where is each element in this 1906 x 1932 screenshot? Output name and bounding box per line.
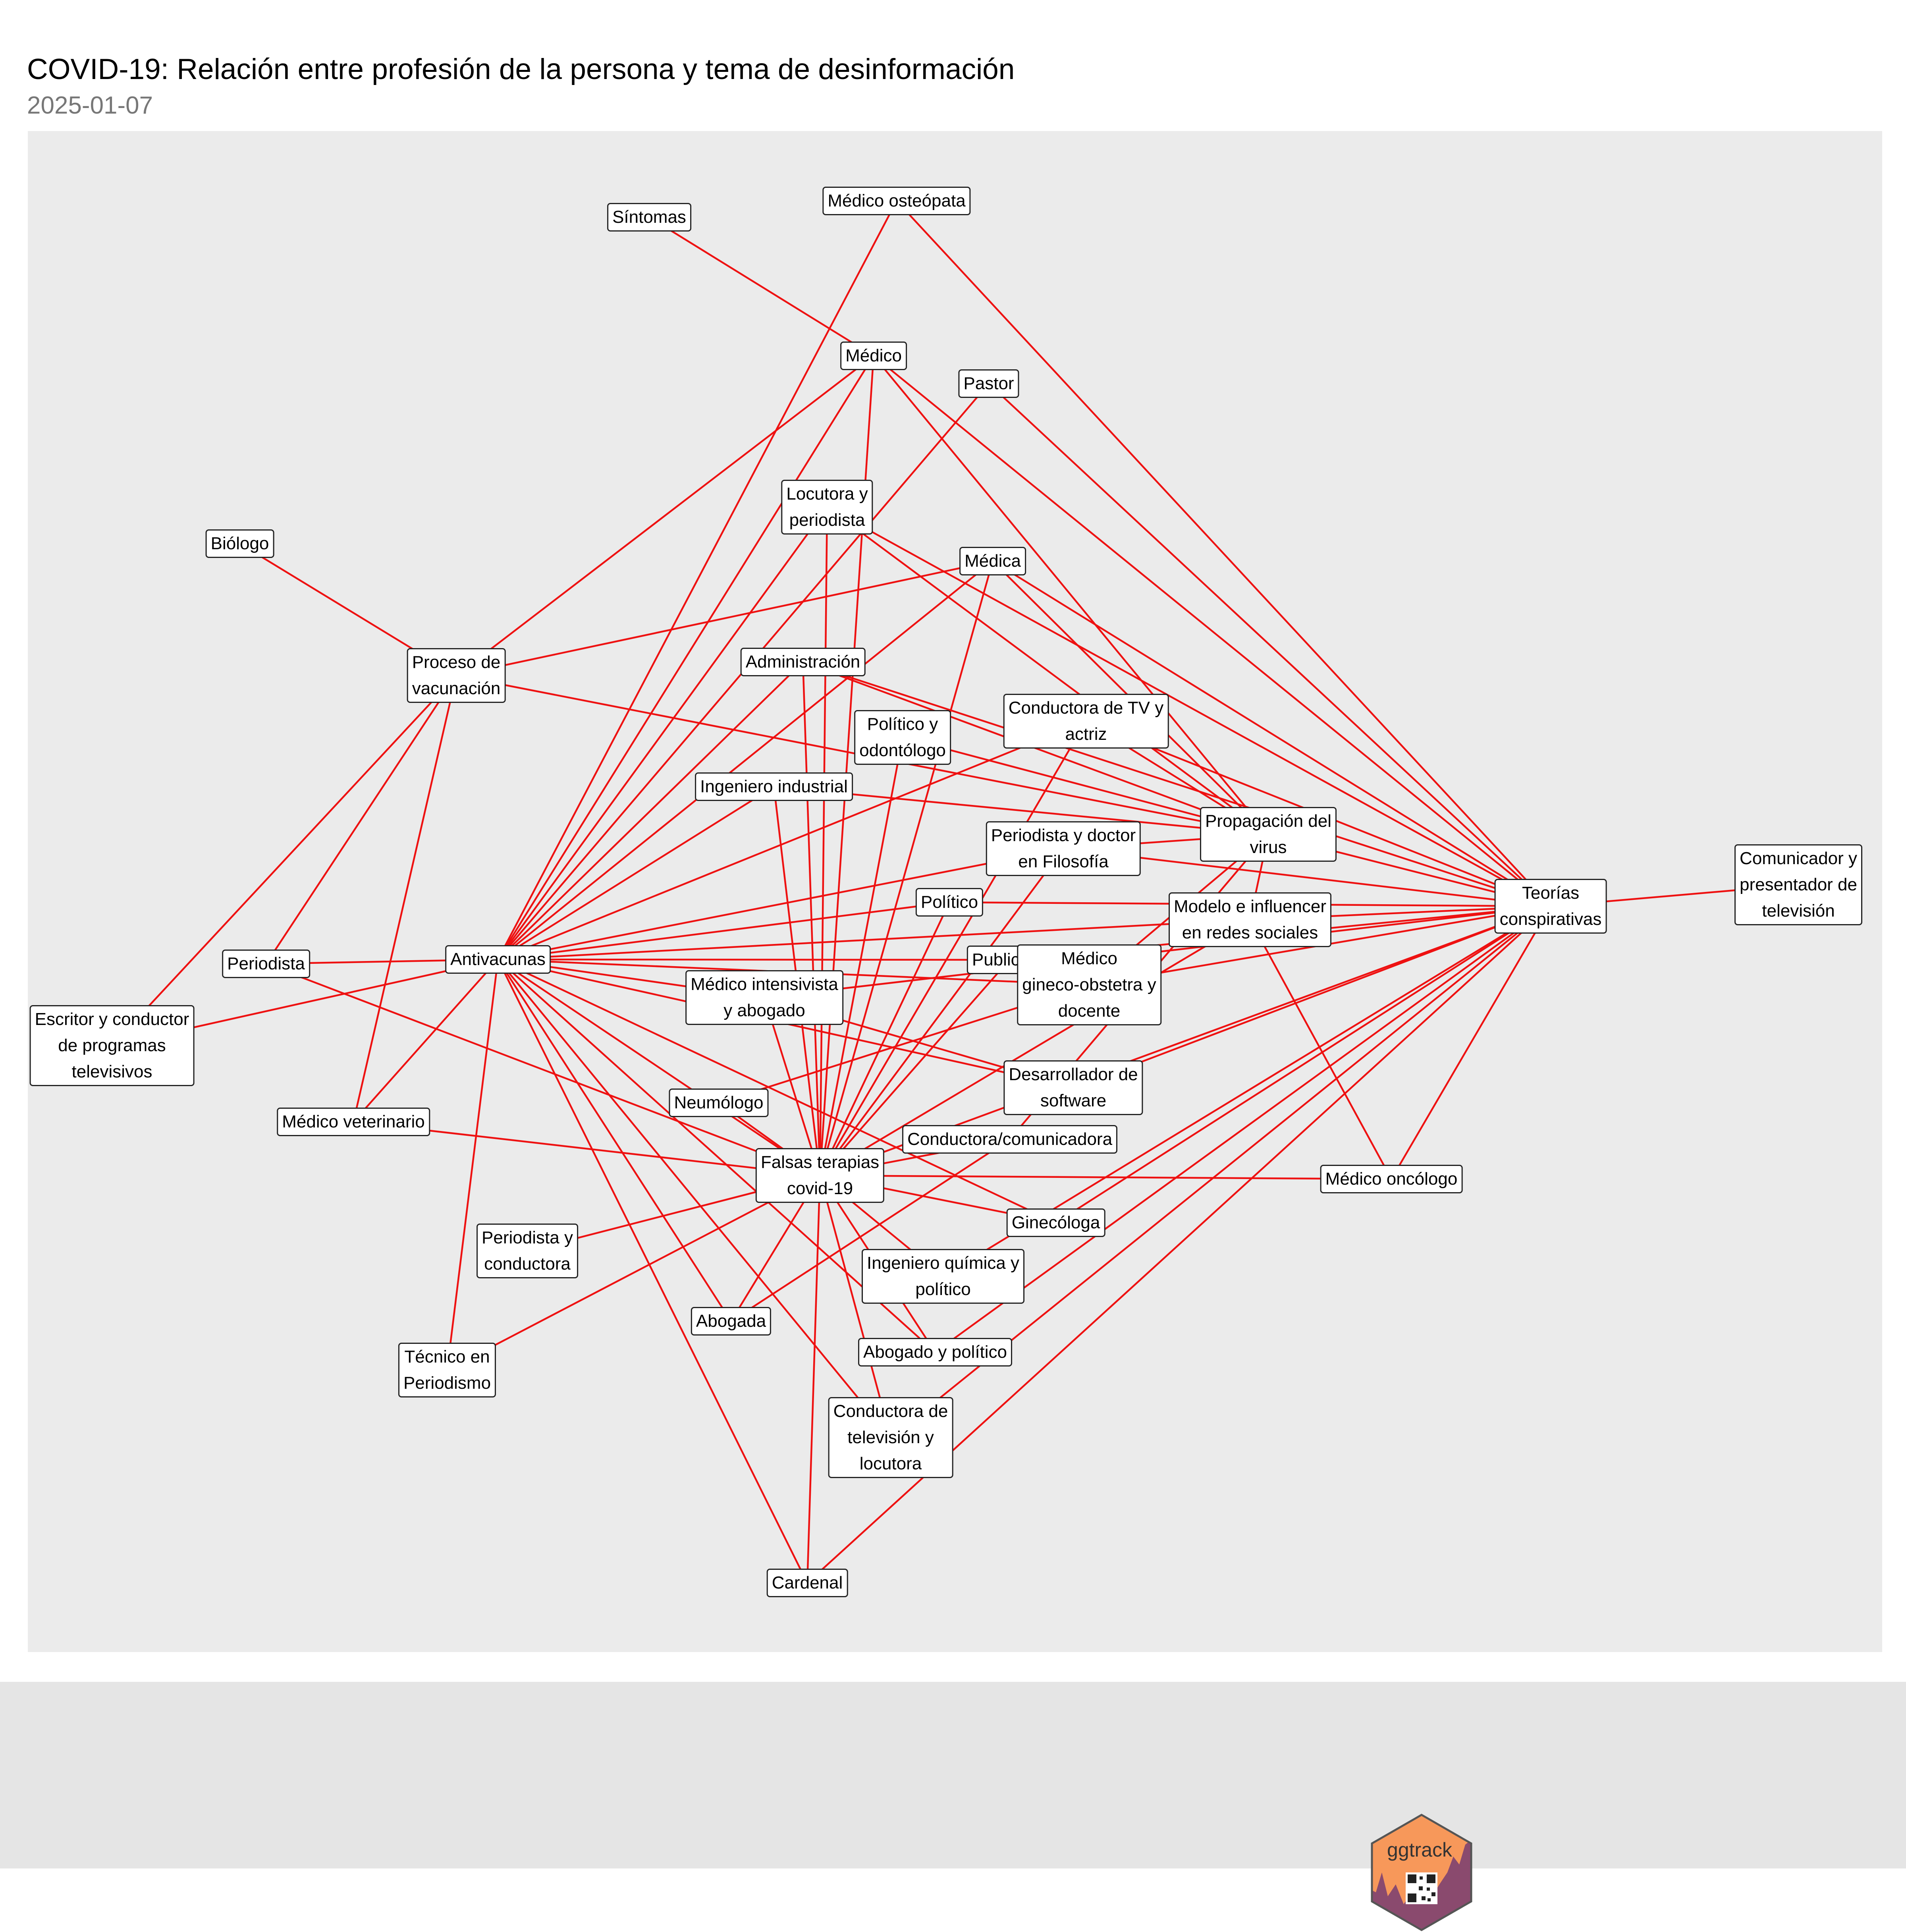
edge-antivacunas-tecnico_periodismo: [446, 959, 499, 1370]
node-periodista: Periodista: [222, 950, 310, 978]
node-medico-gineco: Médico gineco-obstetra y docente: [1017, 944, 1161, 1025]
node-periodista-conductora: Periodista y conductora: [476, 1224, 578, 1278]
edge-medica-teorias_conspirativas: [992, 560, 1551, 907]
node-medico-osteopata: Médico osteópata: [822, 187, 971, 215]
node-medica: Médica: [959, 547, 1026, 575]
node-politico: Político: [915, 888, 984, 917]
node-ginecologa: Ginecóloga: [1006, 1208, 1105, 1237]
edge-antivacunas-falsas_terapias: [497, 959, 821, 1176]
node-falsas-terapias: Falsas terapias covid-19: [755, 1148, 885, 1203]
edge-antivacunas-abogada: [497, 959, 732, 1322]
edge-conductora_tv_actriz-falsas_terapias: [819, 720, 1087, 1176]
edge-administracion-falsas_terapias: [802, 662, 821, 1176]
edge-medica-antivacunas: [497, 560, 994, 960]
edge-proceso_vacunacion-escritor_conductor: [111, 675, 457, 1046]
node-teorias-conspirativas: Teorías conspirativas: [1494, 879, 1607, 934]
node-conductora-comunicadora: Conductora/comunicadora: [902, 1125, 1118, 1154]
edge-falsas_terapias-conductora_tv_locutora: [819, 1175, 892, 1438]
edge-antivacunas-conductora_tv_locutora: [497, 959, 891, 1438]
node-abogado-politico: Abogado y político: [858, 1338, 1013, 1366]
edge-medico_osteopata-antivacunas: [497, 200, 897, 960]
node-medico-veterinario: Médico veterinario: [277, 1108, 430, 1136]
edge-politico_odontologo-falsas_terapias: [819, 737, 904, 1176]
edge-falsas_terapias-cardenal: [806, 1175, 821, 1583]
edge-locutora_periodista-antivacunas: [497, 506, 828, 960]
edge-medico_veterinario-falsas_terapias: [353, 1121, 820, 1177]
edge-medico-propagacion_virus: [873, 355, 1269, 835]
edge-medica-proceso_vacunacion: [456, 560, 993, 677]
node-modelo-influencer: Modelo e influencer en redes sociales: [1168, 892, 1332, 947]
edge-periodista-falsas_terapias: [266, 963, 820, 1177]
node-biologo: Biólogo: [205, 529, 274, 558]
edge-medico_intensivista-falsas_terapias: [763, 997, 821, 1176]
node-escritor-conductor: Escritor y conductor de programas televi…: [29, 1005, 195, 1086]
edge-politico-falsas_terapias: [819, 902, 951, 1176]
edge-antivacunas-publicista: [498, 958, 1010, 961]
node-periodista-doctor-filosofia: Periodista y doctor en Filosofía: [986, 821, 1141, 876]
node-neumologo: Neumólogo: [669, 1089, 769, 1117]
edge-locutora_periodista-propagacion_virus: [826, 506, 1269, 835]
edge-pastor-teorias_conspirativas: [988, 383, 1551, 907]
node-proceso-vacunacion: Proceso de vacunación: [407, 648, 506, 703]
node-locutora-periodista: Locutora y periodista: [781, 480, 873, 535]
node-conductora-tv-locutora: Conductora de televisión y locutora: [828, 1397, 953, 1478]
edge-publicista-falsas_terapias: [819, 959, 1010, 1176]
chart-subtitle: 2025-01-07: [27, 92, 153, 119]
edge-proceso_vacunacion-medico_veterinario: [352, 675, 457, 1122]
edge-modelo_influencer-antivacunas: [498, 919, 1250, 961]
node-ingeniera-quimica: Ingeniero química y político: [862, 1249, 1024, 1304]
edge-ingeniero_industrial-antivacunas: [497, 786, 775, 960]
node-politico-odontologo: Político y odontólogo: [854, 710, 951, 765]
edge-medico-antivacunas: [497, 355, 874, 960]
node-medico-intensivista: Médico intensivista y abogado: [685, 970, 843, 1025]
node-ingeniero-industrial: Ingeniero industrial: [695, 772, 853, 801]
node-comunicador-presentador: Comunicador y presentador de televisión: [1734, 844, 1862, 925]
node-administracion: Administración: [740, 648, 866, 676]
edge-locutora_periodista-teorias_conspirativas: [826, 506, 1551, 907]
logo-text: ggtrack: [1387, 1839, 1453, 1861]
qr-code-icon: [1406, 1872, 1437, 1904]
edge-antivacunas-ginecologa: [498, 958, 1056, 1224]
node-desarrollador-software: Desarrollador de software: [1003, 1060, 1143, 1115]
node-pastor: Pastor: [958, 369, 1019, 398]
ggtrack-logo: ggtrack: [1371, 1814, 1472, 1931]
edge-falsas_terapias-tecnico_periodismo: [446, 1175, 821, 1371]
edge-administracion-teorias_conspirativas: [803, 661, 1551, 907]
edge-modelo_influencer-falsas_terapias: [819, 919, 1251, 1176]
chart-title: COVID-19: Relación entre profesión de la…: [27, 53, 1015, 85]
edge-periodista_doctor_filosofia-antivacunas: [498, 847, 1064, 961]
node-sintomas: Síntomas: [607, 203, 691, 232]
edge-antivacunas-medico_veterinario: [353, 959, 499, 1123]
edge-medico-falsas_terapias: [819, 355, 875, 1176]
edge-medico-teorias_conspirativas: [873, 355, 1551, 907]
edge-locutora_periodista-falsas_terapias: [819, 507, 828, 1176]
node-conductora-tv-actriz: Conductora de TV y actriz: [1003, 694, 1169, 749]
node-tecnico-periodismo: Técnico en Periodismo: [398, 1343, 496, 1397]
edge-medico_osteopata-teorias_conspirativas: [896, 200, 1551, 907]
edge-ingeniero_industrial-propagacion_virus: [774, 786, 1269, 836]
edge-conductora_comunicadora-abogada: [730, 1139, 1011, 1322]
edge-abogado_politico-teorias_conspirativas: [934, 905, 1551, 1353]
edge-medica-falsas_terapias: [819, 561, 994, 1176]
edge-medico_oncologo-modelo_influencer: [1249, 919, 1392, 1180]
edge-administracion-antivacunas: [497, 661, 804, 960]
node-propagacion-virus: Propagación del virus: [1200, 807, 1337, 862]
edge-periodista_doctor_filosofia-teorias_conspirativas: [1063, 847, 1551, 907]
edge-politico-antivacunas: [498, 901, 950, 961]
edge-medico_oncologo-teorias_conspirativas: [1391, 905, 1551, 1180]
edge-antivacunas-cardenal: [497, 959, 808, 1584]
node-medico-oncologo: Médico oncólogo: [1320, 1165, 1463, 1193]
node-antivacunas: Antivacunas: [445, 945, 551, 974]
node-medico: Médico: [840, 342, 907, 370]
node-abogada: Abogada: [691, 1307, 772, 1336]
edge-sintomas-medico: [648, 216, 874, 357]
edge-medico-proceso_vacunacion: [455, 355, 874, 676]
edge-proceso_vacunacion-periodista: [265, 675, 457, 965]
node-cardenal: Cardenal: [766, 1569, 848, 1597]
edge-ginecologa-teorias_conspirativas: [1055, 905, 1551, 1224]
footer-bar: ggtrack: [0, 1682, 1906, 1931]
